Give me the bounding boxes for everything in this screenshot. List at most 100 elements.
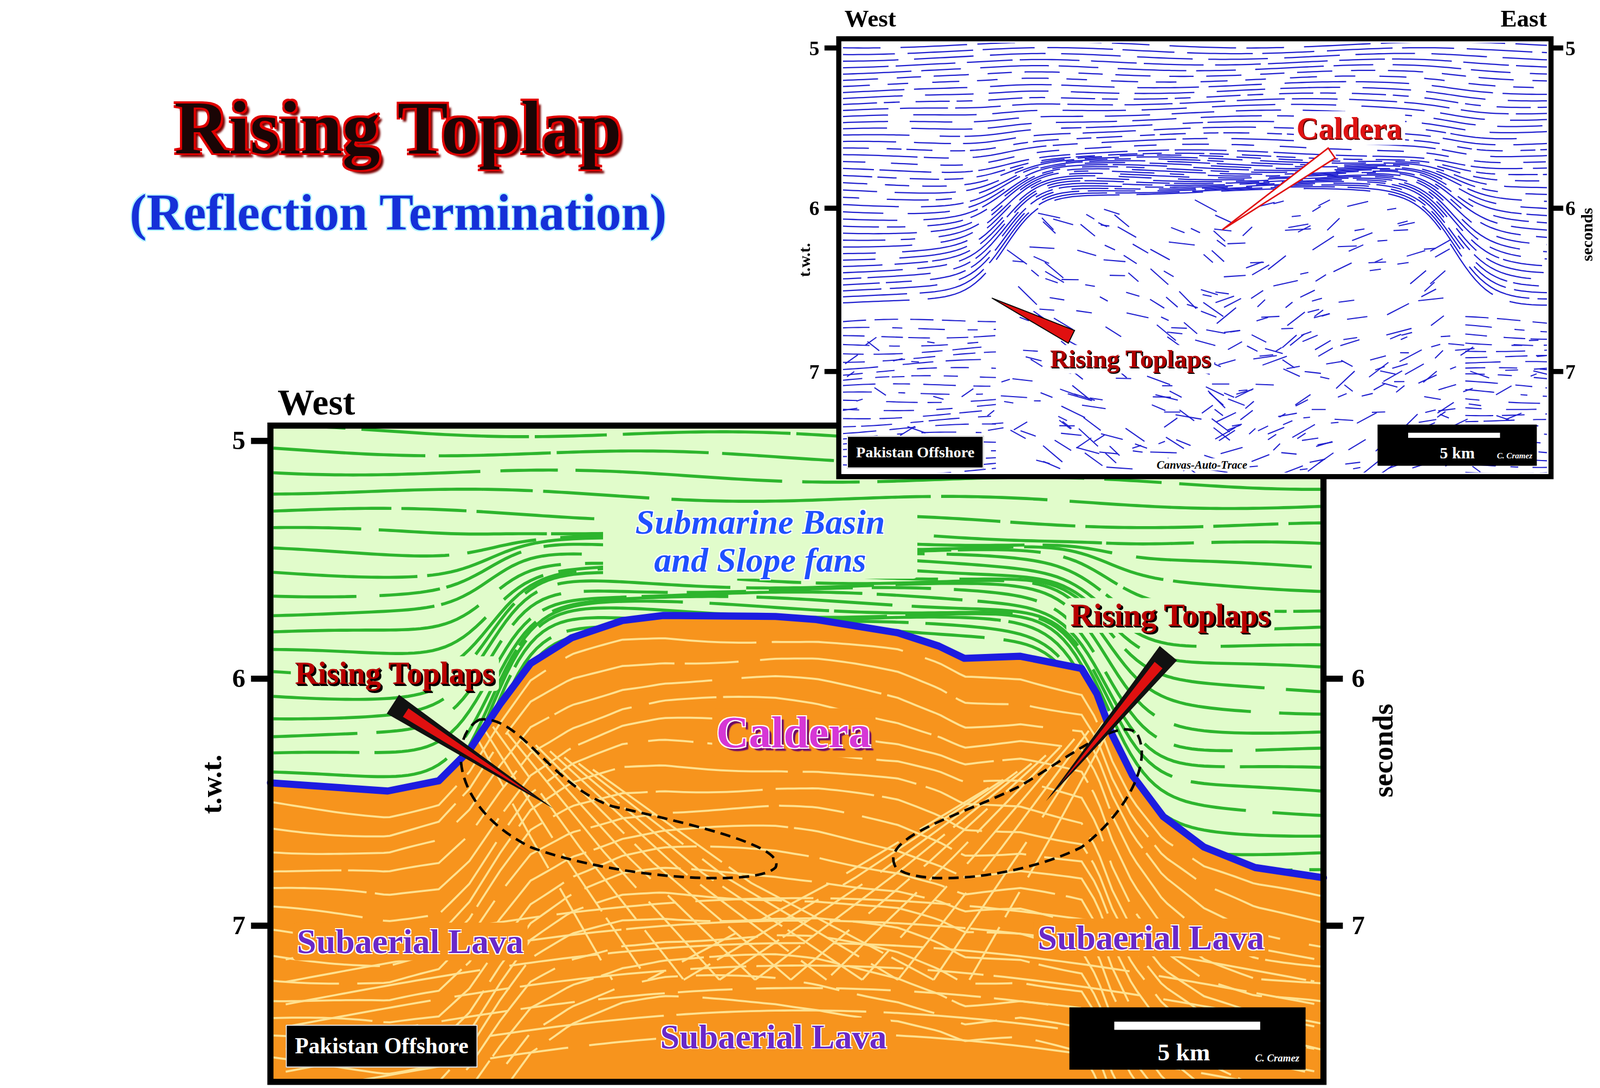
seismic-reflector <box>1007 249 1028 265</box>
seismic-reflector <box>1440 335 1451 337</box>
watermark: Canvas-Auto-Trace <box>1154 458 1250 471</box>
seismic-reflector <box>1302 335 1318 342</box>
seismic-reflector <box>1316 441 1333 447</box>
seismic-reflector <box>1167 332 1183 334</box>
region-label: Subaerial Lava <box>656 1016 891 1055</box>
seismic-reflector <box>1291 215 1301 217</box>
seismic-reflector <box>1059 389 1078 396</box>
seismic-ground <box>838 39 1552 477</box>
seismic-reflector <box>1169 391 1182 398</box>
seismic-reflector <box>1126 313 1149 319</box>
seismic-reflector <box>1223 275 1246 277</box>
seismic-reflector <box>1354 229 1365 231</box>
seismic-reflector <box>1430 239 1451 251</box>
reflector-line <box>273 918 1321 1088</box>
seismic-reflector <box>1311 298 1322 301</box>
seismic-reflector <box>1060 433 1082 436</box>
seismic-reflector <box>843 75 1547 88</box>
axis-tick <box>824 368 839 374</box>
seismic-reflector <box>1033 256 1050 264</box>
page-title: Rising Toplap <box>174 86 622 170</box>
seismic-reflector <box>1132 244 1149 254</box>
pointer-arrow <box>1060 661 1163 784</box>
seismic-reflector <box>987 410 995 416</box>
region-label: Subaerial Lava <box>1033 917 1269 956</box>
basin-ground <box>270 425 1324 1082</box>
seismic-reflector <box>1216 412 1236 422</box>
seismic-reflector <box>1190 228 1201 233</box>
seismic-reflector <box>1003 401 1014 404</box>
direction-label: West <box>277 382 355 424</box>
seismic-reflector <box>1245 401 1254 409</box>
seismic-reflector <box>843 181 1547 280</box>
seismic-reflector <box>1273 280 1298 287</box>
seismic-reflector <box>1377 240 1388 242</box>
seismic-reflector <box>843 127 1547 146</box>
seismic-reflector <box>1246 261 1263 268</box>
callout-label: Rising Toplaps <box>1046 345 1214 374</box>
seismic-reflector <box>1400 337 1408 340</box>
seismic-reflector <box>1240 410 1253 420</box>
seismic-reflector <box>1078 428 1098 447</box>
seismic-reflector <box>1374 258 1383 263</box>
axis-number: 7 <box>808 360 820 383</box>
reflector-line <box>273 975 1321 1088</box>
seismic-reflector <box>1399 350 1422 362</box>
seismic-reflector <box>1352 467 1360 469</box>
seismic-reflector <box>1300 331 1312 336</box>
seismic-reflector <box>856 399 864 402</box>
axis-number: 5 <box>1565 36 1576 60</box>
seismic-reflector <box>1223 330 1241 333</box>
seismic-reflector <box>1387 303 1409 315</box>
seismic-reflector <box>1213 230 1226 242</box>
seismic-reflector <box>1062 421 1072 429</box>
seismic-reflector <box>1135 443 1148 449</box>
seismic-reflector <box>1109 445 1120 456</box>
seismic-reflector <box>892 358 903 362</box>
seismic-reflector <box>1410 270 1427 284</box>
seismic-reflector <box>1301 438 1319 441</box>
seismic-reflector <box>1109 274 1125 277</box>
seismic-reflector <box>1170 227 1185 233</box>
seismic-reflector <box>1238 390 1248 391</box>
axis-number: 6 <box>1351 663 1365 693</box>
seismic-reflector <box>1388 464 1398 469</box>
location-name: Pakistan Offshore <box>856 443 975 461</box>
seismic-reflector <box>1348 439 1366 450</box>
seismic-reflector <box>1251 290 1263 299</box>
seismic-reflector <box>1020 430 1036 437</box>
reflector-line <box>273 892 1321 1088</box>
seismic-reflector <box>1218 359 1236 365</box>
axis-tick <box>250 675 271 682</box>
seismic-reflector <box>1418 298 1444 301</box>
seismic-reflector <box>1000 396 1027 398</box>
seismic-reflector <box>843 115 1547 133</box>
seismic-reflector <box>1166 437 1184 449</box>
seismic-reflector <box>1043 445 1063 462</box>
axis-tick <box>1551 368 1564 374</box>
location-tag: Pakistan Offshore <box>285 1024 478 1068</box>
seismic-reflector <box>1424 410 1436 413</box>
pointer-arrow <box>403 708 535 796</box>
seismic-traces <box>843 42 1547 473</box>
seismic-reflector <box>1529 339 1539 341</box>
seismic-reflector <box>843 398 1547 404</box>
seismic-reflector <box>1283 420 1293 425</box>
seismic-reflector <box>992 422 1004 424</box>
seismic-reflector <box>1082 405 1106 410</box>
region-label: Subaerial Lava <box>293 922 528 961</box>
seismic-reflector <box>1054 439 1072 451</box>
seismic-reflector <box>1273 443 1280 451</box>
seismic-reflector <box>1100 433 1123 440</box>
seismic-reflector <box>1327 218 1340 231</box>
seismic-reflector <box>1530 373 1537 377</box>
axis-number: 7 <box>1351 910 1365 941</box>
seismic-reflector <box>1227 424 1242 430</box>
seismic-reflector <box>1223 298 1241 308</box>
reflector-line <box>273 846 1321 1088</box>
seismic-reflector <box>843 81 1547 95</box>
seismic-reflector <box>1105 326 1122 337</box>
seismic-reflector <box>1472 466 1481 473</box>
pointer-arrow <box>386 694 554 809</box>
seismic-reflector <box>1103 260 1126 262</box>
